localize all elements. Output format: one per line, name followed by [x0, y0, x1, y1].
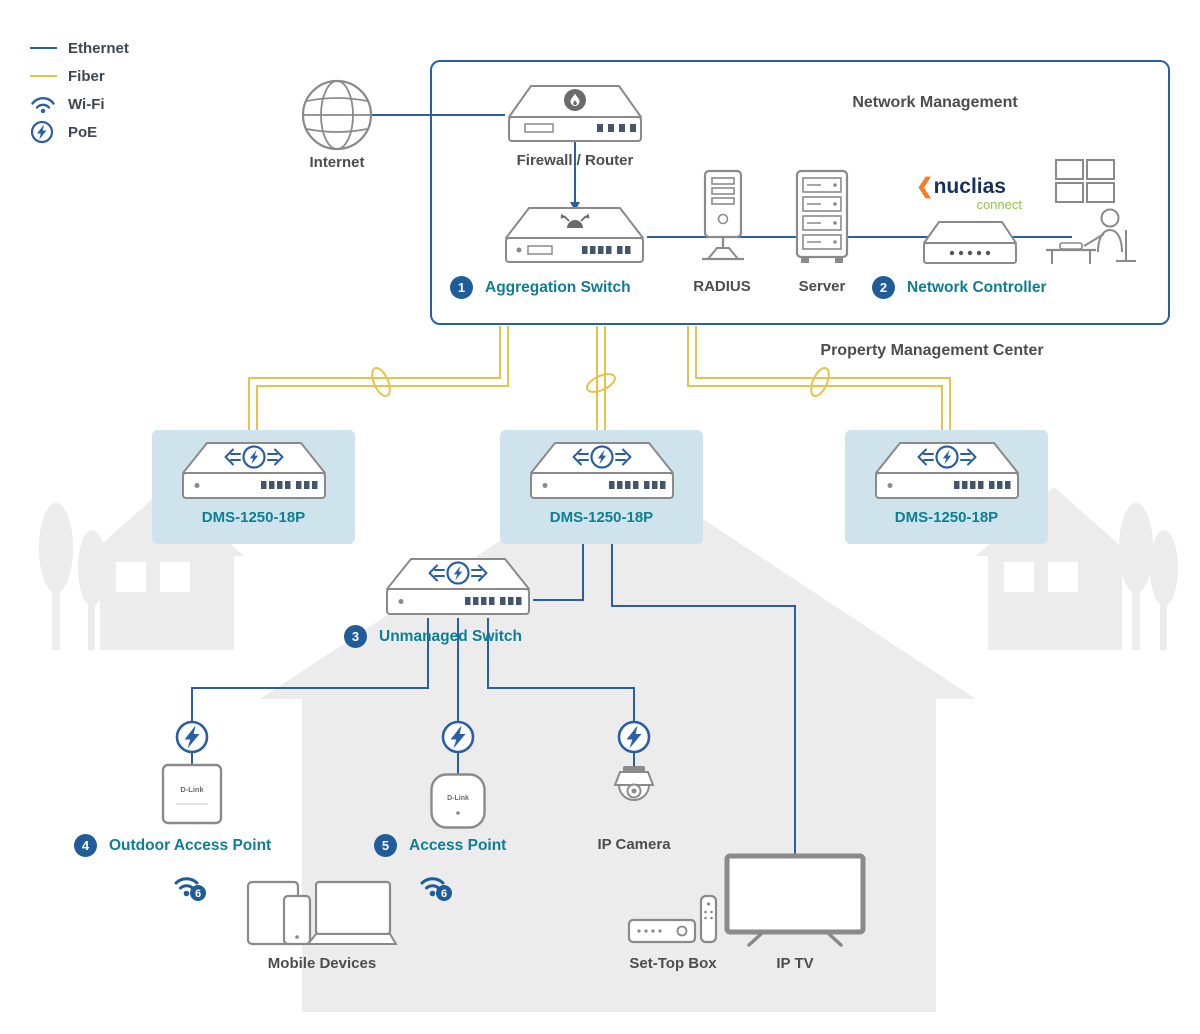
- ip-camera-label: IP Camera: [597, 836, 671, 853]
- dms-switch-label-right: DMS-1250-18P: [894, 509, 999, 526]
- ip-tv-label: IP TV: [776, 955, 814, 972]
- fiber-lines: [248, 326, 951, 430]
- poe-badge-icon: [617, 720, 651, 754]
- unmanaged-switch-device: [385, 557, 531, 616]
- set-top-box-device: [627, 894, 718, 944]
- ip-tv-device: [724, 853, 866, 947]
- access-point-label: Access Point: [409, 836, 507, 854]
- dms-switch-label-left: DMS-1250-18P: [201, 509, 306, 526]
- network-controller-callout: 2 Network Controller: [872, 276, 1047, 299]
- network-controller-device: [923, 221, 1017, 264]
- legend-label: Ethernet: [68, 39, 129, 57]
- property-management-center-label: Property Management Center: [820, 342, 1044, 359]
- step-badge-4: 4: [74, 834, 97, 857]
- legend-label: Fiber: [68, 67, 105, 85]
- dms-switch-label-center: DMS-1250-18P: [549, 509, 654, 526]
- flame-icon: [564, 89, 586, 111]
- access-point-device: D-Link: [430, 773, 486, 829]
- network-management-title: Network Management: [852, 94, 1018, 111]
- poe-badge-icon: [441, 720, 475, 754]
- dlink-brand-text: D-Link: [180, 785, 204, 794]
- legend-item-fiber: Fiber: [30, 62, 129, 90]
- server-label: Server: [798, 278, 846, 295]
- outdoor-access-point-device: D-Link: [161, 763, 223, 825]
- outdoor-ap-label: Outdoor Access Point: [109, 836, 272, 854]
- fiber-loop-right: [810, 367, 830, 397]
- poe-switch-device: [874, 441, 1019, 500]
- firewall-router-device: [508, 85, 642, 142]
- nuclias-connect-logo: ❮nuclias connect: [916, 176, 1026, 213]
- server-device: [795, 169, 849, 263]
- poe-switch-device: [181, 441, 326, 500]
- step-badge-1: 1: [450, 276, 473, 299]
- hub-arrows-icon: [560, 213, 590, 228]
- mobile-devices-label: Mobile Devices: [267, 955, 377, 972]
- legend: Ethernet Fiber Wi-Fi: [30, 34, 129, 146]
- ethernet-line-icon: [30, 47, 62, 49]
- nuclias-connect-text: connect: [976, 197, 1022, 212]
- nuclias-brand-text: nuclias: [933, 175, 1006, 198]
- step-badge-2: 2: [872, 276, 895, 299]
- access-point-callout: 5 Access Point: [374, 834, 506, 857]
- dlink-brand-text: D-Link: [447, 795, 469, 802]
- legend-item-wifi: Wi-Fi: [30, 90, 129, 118]
- aggregation-switch-device: [505, 207, 644, 263]
- down-arrowhead: [570, 202, 580, 211]
- nuclias-chevron-icon: ❮: [916, 175, 934, 198]
- legend-label: Wi-Fi: [68, 95, 105, 113]
- aggregation-switch-callout: 1 Aggregation Switch: [450, 276, 631, 299]
- fiber-loop-center: [586, 373, 616, 393]
- legend-label: PoE: [68, 123, 98, 141]
- admin-workstation-icon: [1046, 159, 1136, 264]
- ip-camera-device: [613, 766, 655, 801]
- poe-badge-icon: [175, 720, 209, 754]
- unmanaged-switch-label: Unmanaged Switch: [379, 627, 522, 645]
- fiber-line-icon: [30, 75, 62, 77]
- dms-switch-panel-center: DMS-1250-18P: [500, 430, 703, 544]
- wifi-icon: [30, 94, 62, 114]
- aggregation-switch-label: Aggregation Switch: [485, 278, 631, 296]
- dms-switch-panel-right: DMS-1250-18P: [845, 430, 1048, 544]
- internet-globe-icon: [301, 79, 373, 151]
- poe-switch-device: [529, 441, 674, 500]
- step-badge-3: 3: [344, 625, 367, 648]
- wifi6-icon: [420, 877, 454, 903]
- unmanaged-switch-callout: 3 Unmanaged Switch: [344, 625, 522, 648]
- poe-icon: [30, 120, 62, 144]
- legend-item-poe: PoE: [30, 118, 129, 146]
- dms-switch-panel-left: DMS-1250-18P: [152, 430, 355, 544]
- remote-control-icon: [699, 894, 718, 944]
- legend-item-ethernet: Ethernet: [30, 34, 129, 62]
- network-controller-label: Network Controller: [907, 278, 1047, 296]
- set-top-box-label: Set-Top Box: [629, 955, 717, 972]
- mobile-devices-icon: [246, 880, 398, 946]
- wifi6-icon: [174, 877, 208, 903]
- radius-label: RADIUS: [693, 278, 751, 295]
- internet-label: Internet: [309, 154, 365, 171]
- fiber-loop-left: [371, 367, 391, 397]
- firewall-router-label: Firewall / Router: [516, 152, 634, 169]
- radius-server-device: [702, 169, 744, 261]
- outdoor-ap-callout: 4 Outdoor Access Point: [74, 834, 271, 857]
- step-badge-5: 5: [374, 834, 397, 857]
